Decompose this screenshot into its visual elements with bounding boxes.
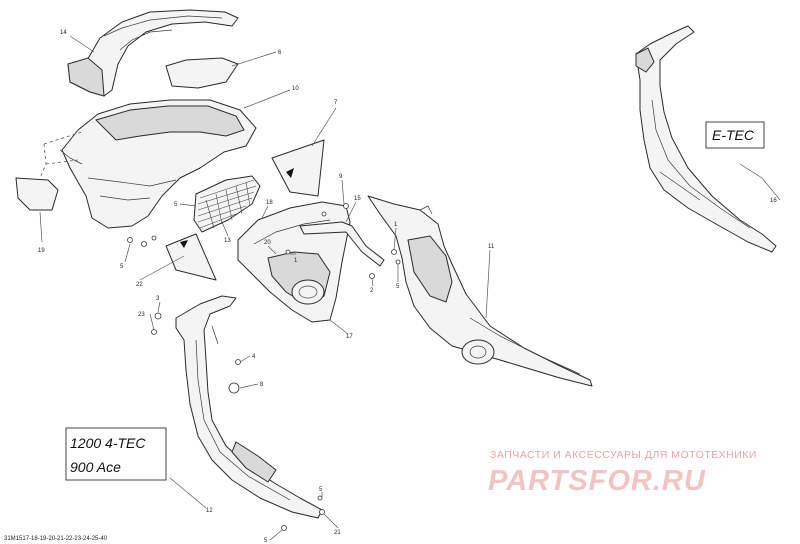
fastener-1-inner [285,249,291,255]
callout-12: 12 [206,508,213,514]
variant-box-etec: E-TEC [705,121,765,149]
grommet-8 [228,382,240,394]
callout-19: 19 [38,248,45,254]
fastener-9b [321,211,327,217]
callout-14: 14 [60,30,67,36]
callout-23: 23 [138,312,145,318]
watermark: ЗАПЧАСТИ И АКСЕССУАРЫ ДЛЯ МОТОТЕХНИКИ PA… [488,449,757,497]
callout-8: 8 [260,382,264,388]
variant-ace-label: 900 Ace [70,459,121,475]
fastener-5-lower [317,495,323,501]
callout-21: 21 [334,530,341,536]
callout-17: 17 [346,334,353,340]
guide-line-2 [43,131,83,145]
decal-7-arrow-icon [286,168,294,178]
callout-11: 11 [488,244,495,250]
callout-15: 15 [354,196,361,202]
callout-13: 13 [224,238,231,244]
part-10-front-cowl [59,99,257,229]
callout-7: 7 [334,100,338,106]
variant-4tec-label: 1200 4-TEC [70,435,146,451]
callout-5-lower: 5 [319,487,323,493]
watermark-tagline: ЗАПЧАСТИ И АКСЕССУАРЫ ДЛЯ МОТОТЕХНИКИ [490,449,757,461]
part-12-lower-side-panel [175,295,323,519]
drawing-code: 31M1517-18-19-20-21-22-23-24-25-40 [4,536,108,542]
callout-5c: 5 [396,284,400,290]
callout-1-inner: 1 [294,258,298,264]
etec-label: E-TEC [712,127,755,143]
fastener-3 [154,312,162,320]
callout-5-bottom: 5 [264,538,268,544]
callout-6: 6 [278,50,282,56]
decal-22-arrow-icon [180,240,188,248]
callout-4: 4 [252,354,256,360]
watermark-logo: PARTSFOR.RU [488,465,706,497]
callout-1: 1 [394,222,398,228]
callout-5b: 5 [174,202,178,208]
guide-line-1 [39,143,47,179]
fastener-5a [127,237,133,243]
callout-18: 18 [266,200,273,206]
fastener-5-bottom [281,525,287,531]
part-11-right-side-panel [367,195,593,387]
fastener-5-right [395,259,401,265]
part-22-triangle-decal [165,233,217,281]
callout-16: 16 [770,198,777,204]
callout-10: 10 [292,86,299,92]
fastener-c [151,235,157,241]
callout-9: 9 [339,174,343,180]
part-16-etec-side-panel [635,25,777,253]
fastener-21 [319,509,325,515]
part-19-side-panel [15,177,59,211]
callout-20: 20 [264,240,271,246]
guide-line-3 [45,159,79,165]
variant-box-4tec-ace: 1200 4-TEC 900 Ace [65,427,167,481]
callout-22: 22 [136,282,143,288]
part-7-triangle-decal [271,139,325,197]
fastener-5b [141,241,147,247]
fastener-4 [235,359,241,365]
fastener-1 [391,249,397,255]
fastener-2 [369,273,375,279]
fastener-9 [343,203,349,209]
part-15-bracket [299,221,385,267]
fastener-23 [151,329,157,335]
part-13-grille [193,175,261,233]
part-6-upper-panel [165,57,239,89]
callout-2: 2 [370,288,374,294]
callout-numbers: 14 6 10 7 19 22 5 5 13 18 20 1 9 15 1 2 … [38,30,777,544]
part-14-upper-cowl-trim [67,9,239,97]
leader-lines [39,35,781,541]
callout-3: 3 [156,296,160,302]
callout-5a: 5 [120,264,124,270]
